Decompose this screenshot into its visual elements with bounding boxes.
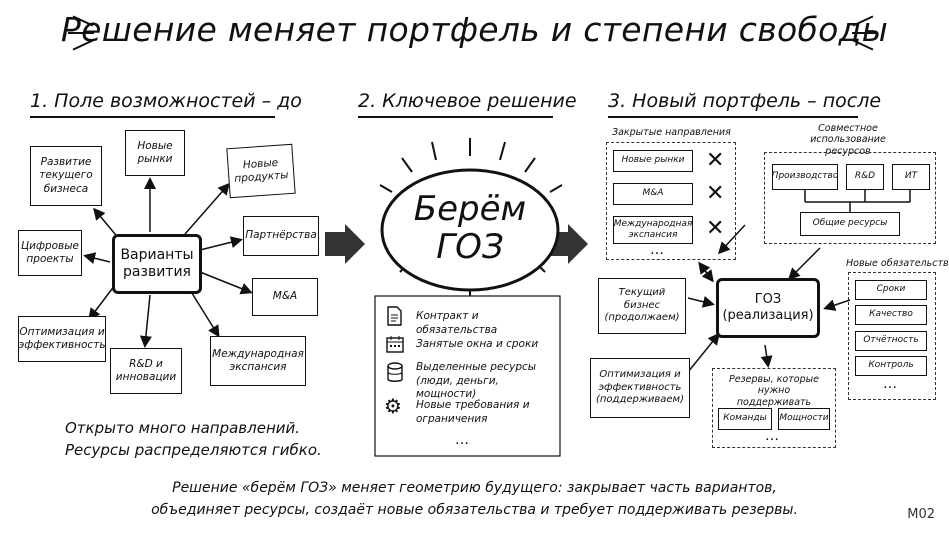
current-business-box: Текущий бизнес (продолжаем) <box>598 278 686 334</box>
optimization-support-box: Оптимизация и эффективность (поддерживае… <box>590 358 690 418</box>
left-note-line2: Ресурсы распределяются гибко. <box>65 441 322 459</box>
closed-ellipsis: … <box>650 242 666 258</box>
option-new-products: Новые продукты <box>226 143 296 199</box>
reserve-teams: Команды <box>718 408 772 430</box>
goz-implementation-center: ГОЗ (реализация) <box>716 278 820 338</box>
decision-label: Берём ГОЗ <box>413 189 527 267</box>
obligations-ellipsis: … <box>883 376 899 392</box>
decision-item-windows: Занятые окна и сроки <box>416 338 539 350</box>
section-1-heading: 1. Поле возможностей – до <box>30 90 302 112</box>
obligation-deadlines: Сроки <box>855 280 927 300</box>
section-2-underline <box>358 116 553 118</box>
option-ma: M&A <box>252 278 318 316</box>
cross-icon: ✕ <box>706 148 725 173</box>
closed-directions-group <box>606 142 736 260</box>
obligation-quality: Качество <box>855 305 927 325</box>
development-options-center: Варианты развития <box>112 234 202 294</box>
new-obligations-group <box>848 272 936 400</box>
shared-resources-group <box>764 152 936 244</box>
new-obligations-label: Новые обязательства <box>846 258 949 269</box>
bottom-summary-line1: Решение «берём ГОЗ» меняет геометрию буд… <box>172 480 777 496</box>
gear-icon: ⚙ <box>384 394 402 418</box>
shared-resources-label: Совместное использование ресурсов <box>810 123 886 157</box>
document-icon <box>385 306 405 326</box>
title-deco-right <box>852 32 878 34</box>
reserve-capacity: Мощности <box>778 408 830 430</box>
closed-item-intl: Международная экспансия <box>613 216 693 244</box>
reserves-ellipsis: … <box>765 428 781 444</box>
section-3-heading: 3. Новый портфель – после <box>608 90 882 112</box>
obligation-reporting: Отчётность <box>855 331 927 351</box>
bottom-summary-line2: объединяет ресурсы, создаёт новые обязат… <box>151 502 798 518</box>
decision-item-requirements: Новые требования и ограничения <box>416 399 530 425</box>
decision-item-contract: Контракт и обязательства <box>416 310 498 336</box>
database-icon <box>385 362 405 382</box>
option-digital-projects: Цифровые проекты <box>18 230 82 276</box>
option-rnd-innovation: R&D и инновации <box>110 348 182 394</box>
cross-icon: ✕ <box>706 181 725 206</box>
shared-common-resources: Общие ресурсы <box>800 212 900 236</box>
obligation-control: Контроль <box>855 356 927 376</box>
option-partnerships: Партнёрства <box>243 216 319 256</box>
slide-code: M02 <box>907 507 935 522</box>
reserves-group <box>712 368 836 448</box>
section-2-heading: 2. Ключевое решение <box>358 90 577 112</box>
option-optimization: Оптимизация и эффективность <box>18 316 106 362</box>
shared-item-production: Производство <box>772 164 838 190</box>
cross-icon: ✕ <box>706 216 725 241</box>
closed-item-new-markets: Новые рынки <box>613 150 693 172</box>
option-international-expansion: Международная экспансия <box>210 336 306 386</box>
closed-item-ma: M&A <box>613 183 693 205</box>
section-3-underline <box>608 116 858 118</box>
decision-items-ellipsis: … <box>455 432 471 448</box>
calendar-icon <box>385 334 405 354</box>
page-title: Решение меняет портфель и степени свобод… <box>60 10 889 49</box>
closed-directions-label: Закрытые направления <box>612 127 731 138</box>
decision-item-resources: Выделенные ресурсы (люди, деньги, мощнос… <box>416 361 537 401</box>
left-note-line1: Открыто много направлений. <box>65 419 301 437</box>
section-1-underline <box>30 116 275 118</box>
shared-item-it: ИТ <box>892 164 930 190</box>
title-deco-left <box>68 32 94 34</box>
reserves-label: Резервы, которые нужно поддерживать <box>729 374 819 408</box>
shared-item-rnd: R&D <box>846 164 884 190</box>
option-new-markets: Новые рынки <box>125 130 185 176</box>
option-develop-current-business: Развитие текущего бизнеса <box>30 146 102 206</box>
